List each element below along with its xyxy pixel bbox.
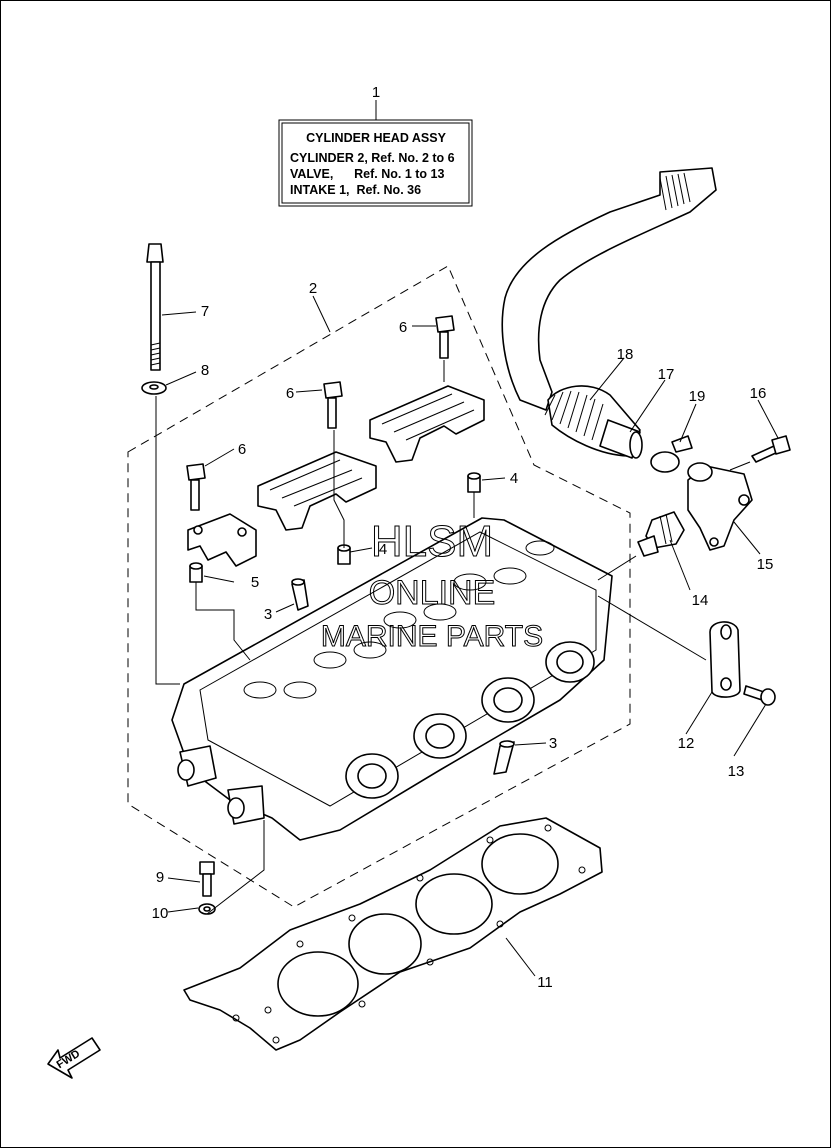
callout-17: 17 <box>658 366 675 383</box>
callout-9: 9 <box>156 869 164 886</box>
exhaust-ports <box>345 641 595 799</box>
bracket-12 <box>709 621 741 698</box>
assembly-line-1: CYLINDER 2, Ref. No. 2 to 6 <box>290 151 455 165</box>
cooling-hose <box>501 167 717 459</box>
callout-12: 12 <box>678 735 695 752</box>
callout-5: 5 <box>251 574 259 591</box>
callout-14: 14 <box>692 592 709 609</box>
callout-7: 7 <box>201 303 209 320</box>
head-gasket <box>183 817 603 1051</box>
cylinder-head <box>171 517 613 841</box>
bolt-13 <box>743 685 776 706</box>
bolt-6-middle <box>323 381 343 429</box>
callout-10: 10 <box>152 905 169 922</box>
assembly-line-2: VALVE, Ref. No. 1 to 13 <box>290 167 444 181</box>
callout-6-middle: 6 <box>286 385 294 402</box>
watermark: HLSM ONLINE MARINE PARTS <box>320 517 543 654</box>
callout-13: 13 <box>728 763 745 780</box>
assembly-title: CYLINDER HEAD ASSY <box>306 131 446 145</box>
callout-6-left: 6 <box>238 441 246 458</box>
callout-4-middle: 4 <box>379 541 387 558</box>
thermostat-housing <box>687 462 753 551</box>
cam-cap-right <box>369 385 485 463</box>
callout-numbers: 1 2 3 3 4 4 5 6 6 6 6 7 8 9 10 11 12 13 … <box>152 84 774 991</box>
callout-16: 16 <box>750 385 767 402</box>
hose-clamp <box>650 435 693 473</box>
callout-18: 18 <box>617 346 634 363</box>
dowel-4-right <box>467 472 481 493</box>
callout-1: 1 <box>372 84 380 101</box>
callout-3-lower: 3 <box>549 735 557 752</box>
callout-6-right: 6 <box>399 319 407 336</box>
cylinder-head-boundary <box>127 265 631 908</box>
assembly-line-3: INTAKE 1, Ref. No. 36 <box>290 183 421 197</box>
bolt-16 <box>751 435 791 463</box>
callout-8: 8 <box>201 362 209 379</box>
callout-11: 11 <box>537 974 553 991</box>
bolt-6-right <box>435 315 455 359</box>
dowel-5 <box>189 562 203 583</box>
valve-guide-3-upper <box>291 578 309 611</box>
cam-cap-middle <box>257 451 377 531</box>
callout-4-right: 4 <box>510 470 518 487</box>
front-plugs <box>177 745 265 825</box>
washer-10 <box>198 903 216 915</box>
watermark-line-1: HLSM <box>371 517 493 566</box>
fwd-arrow: FWD <box>47 1037 101 1079</box>
callout-3-upper: 3 <box>264 606 272 623</box>
leader-lines <box>155 295 779 977</box>
bolt-9 <box>199 861 215 897</box>
temp-sensor <box>637 511 685 557</box>
callout-15: 15 <box>757 556 774 573</box>
callout-2: 2 <box>309 280 317 297</box>
watermark-line-3: MARINE PARTS <box>321 620 543 653</box>
valve-guide-3-lower <box>493 740 515 775</box>
cam-cap-left <box>187 513 257 567</box>
washer-8 <box>141 381 167 395</box>
callout-19: 19 <box>689 388 706 405</box>
watermark-line-2: ONLINE <box>369 574 496 612</box>
bolt-6-left <box>186 463 206 511</box>
long-bolt-7 <box>146 243 164 371</box>
assembly-info-box: CYLINDER HEAD ASSY CYLINDER 2, Ref. No. … <box>278 100 473 207</box>
